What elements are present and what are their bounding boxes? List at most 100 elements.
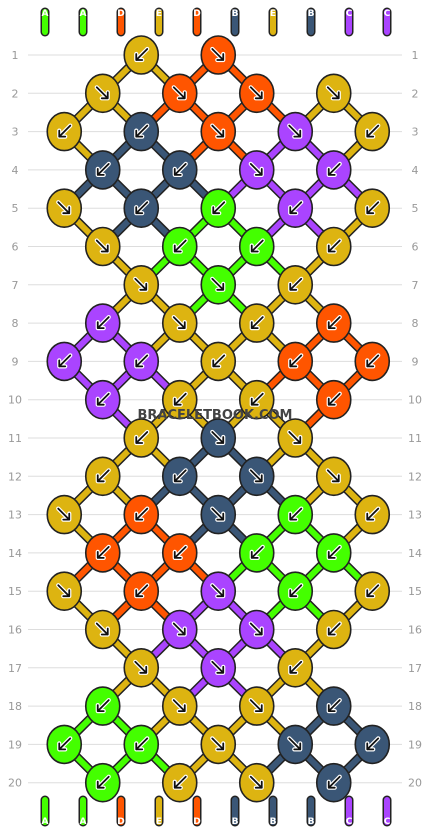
arrow-icon — [249, 86, 263, 100]
knot — [315, 379, 352, 420]
arrow-icon — [366, 354, 380, 368]
arrow-icon — [327, 392, 341, 406]
arrow-icon — [288, 124, 302, 138]
knot — [277, 341, 314, 382]
row-label: 5 — [412, 202, 419, 215]
arrow-icon — [173, 469, 187, 483]
arrow-icon — [211, 507, 225, 521]
row-label: 16 — [8, 624, 22, 637]
arrow-icon — [366, 737, 380, 751]
string-label: A — [42, 817, 49, 827]
string-label: E — [270, 9, 276, 19]
row-label: 4 — [12, 164, 19, 177]
knot — [238, 73, 275, 114]
knot — [354, 494, 391, 535]
arrow-icon — [173, 162, 187, 176]
arrow-icon — [211, 124, 225, 138]
arrow-icon — [250, 316, 264, 330]
arrow-icon — [249, 162, 263, 176]
knot — [123, 264, 160, 305]
row-label: 15 — [408, 585, 422, 598]
arrow-icon — [288, 431, 302, 444]
string-label: B — [232, 817, 239, 827]
knot — [315, 609, 352, 650]
arrow-icon — [96, 162, 110, 176]
knot — [238, 456, 275, 497]
knot — [277, 188, 314, 228]
row-label: 5 — [12, 202, 19, 215]
knot — [161, 609, 198, 650]
knot — [315, 226, 352, 267]
arrow-icon — [172, 622, 186, 636]
string-label: A — [80, 9, 87, 19]
arrow-icon — [58, 737, 72, 751]
row-label: 10 — [408, 394, 422, 407]
knot — [46, 494, 83, 535]
arrow-icon — [172, 316, 186, 330]
string-label: D — [193, 817, 200, 827]
row-label: 18 — [8, 700, 22, 713]
arrow-icon — [173, 239, 187, 253]
knot — [238, 533, 275, 573]
knot — [123, 494, 160, 535]
knot — [46, 724, 83, 765]
knot — [84, 303, 121, 343]
knot — [84, 609, 121, 650]
row-label: 19 — [8, 738, 22, 751]
arrow-icon — [366, 124, 380, 138]
arrow-icon — [249, 775, 263, 789]
arrow-icon — [135, 431, 149, 444]
row-label: 17 — [408, 662, 422, 675]
knot — [161, 303, 198, 343]
arrow-icon — [212, 354, 226, 368]
arrow-icon — [211, 660, 225, 674]
string-label: D — [117, 9, 124, 19]
row-label: 18 — [408, 700, 422, 713]
knot — [123, 418, 160, 458]
row-label: 7 — [412, 279, 419, 292]
string-label: B — [308, 9, 315, 19]
knot — [84, 533, 121, 573]
row-label: 3 — [12, 126, 19, 139]
knot — [277, 724, 314, 765]
knot — [161, 762, 198, 803]
arrow-icon — [135, 507, 149, 521]
knot — [84, 150, 121, 190]
knot — [315, 762, 352, 803]
string-label: C — [346, 817, 353, 827]
arrow-icon — [57, 507, 71, 521]
arrow-icon — [250, 546, 264, 559]
knot — [161, 379, 198, 420]
arrow-icon — [289, 584, 303, 598]
knot — [200, 35, 237, 75]
row-label: 8 — [412, 317, 419, 330]
arrow-icon — [289, 354, 303, 368]
string-label: A — [80, 817, 87, 827]
knot — [354, 111, 391, 152]
arrow-icon — [326, 469, 340, 483]
arrow-icon — [57, 584, 71, 598]
arrow-icon — [95, 86, 109, 100]
knot — [46, 571, 83, 612]
knot — [315, 456, 352, 497]
knot — [123, 341, 160, 382]
knot — [84, 73, 121, 114]
arrow-icon — [327, 699, 341, 712]
knot — [315, 686, 352, 726]
knot — [161, 73, 198, 114]
knot-nodes — [46, 35, 391, 803]
knot — [200, 571, 237, 612]
arrow-icon — [211, 737, 225, 751]
knot — [200, 188, 237, 228]
arrow-icon — [289, 507, 303, 521]
row-label: 7 — [12, 279, 19, 292]
arrow-icon — [211, 584, 225, 598]
arrow-icon — [366, 201, 380, 215]
arrow-icon — [135, 201, 149, 215]
knot — [46, 188, 83, 228]
knot — [354, 571, 391, 612]
arrow-icon — [327, 239, 341, 253]
knot — [315, 533, 352, 573]
string-label: E — [156, 817, 162, 827]
